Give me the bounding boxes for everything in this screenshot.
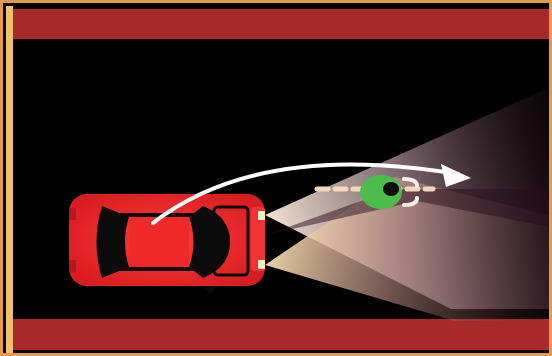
rear-light-left: [69, 208, 76, 220]
mirror-right: [203, 287, 217, 294]
left-headlight: [258, 211, 265, 220]
red-car: [69, 186, 265, 294]
right-headlight: [258, 260, 265, 269]
roof-panel: [129, 217, 189, 267]
rider-helmet: [383, 182, 399, 196]
night-road-illustration: [3, 3, 552, 356]
rear-light-right: [69, 260, 76, 272]
